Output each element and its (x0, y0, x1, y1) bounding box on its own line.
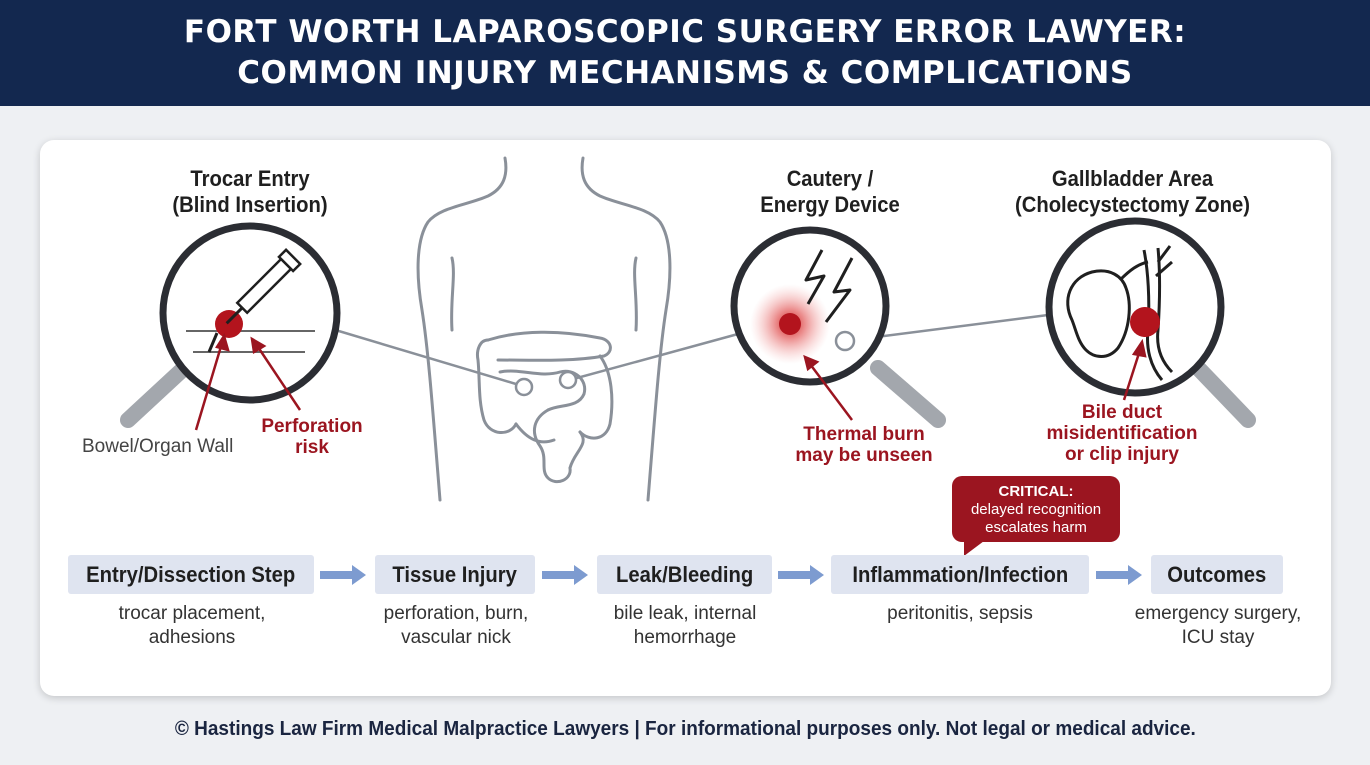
flow-desc-outcomes-line-2: ICU stay (1181, 627, 1255, 648)
flow-step-entry: Entry/Dissection Step (68, 555, 314, 594)
thermal-burn-line-1: Thermal burn (803, 424, 925, 445)
trocar-title: Trocar Entry (Blind Insertion) (149, 166, 351, 218)
critical-line-2: escalates harm (985, 519, 1087, 536)
critical-heading: CRITICAL: (998, 483, 1074, 500)
bile-duct-line-3: or clip injury (1064, 444, 1180, 465)
perforation-risk-line-1: Perforation (261, 416, 363, 437)
intestines-outline (476, 330, 614, 484)
flow-desc-leak-bleeding: bile leak, internal hemorrhage (590, 602, 780, 650)
cautery-pointer-arrow (803, 354, 853, 421)
cautery-title-line-2: Energy Device (760, 192, 900, 217)
gallbladder-title: Gallbladder Area (Cholecystectomy Zone) (1011, 166, 1255, 218)
flow-step-leak-bleeding-label: Leak/Bleeding (615, 561, 754, 587)
page-title-line-2: COMMON INJURY MECHANISMS & COMPLICATIONS (237, 55, 1133, 91)
flow-desc-inflammation: peritonitis, sepsis (850, 602, 1070, 626)
footer-disclaimer: © Hastings Law Firm Medical Malpractice … (0, 718, 1370, 741)
flow-desc-entry-line-2: adhesions (148, 627, 236, 648)
footer-text: © Hastings Law Firm Medical Malpractice … (174, 718, 1196, 740)
cautery-title-line-1: Cautery / (786, 166, 874, 191)
flow-desc-tissue-injury-line-1: perforation, burn, (383, 603, 529, 624)
page-header: FORT WORTH LAPAROSCOPIC SURGERY ERROR LA… (0, 0, 1370, 106)
flow-arrow-3-icon (778, 565, 824, 585)
flow-arrows (320, 565, 1142, 585)
critical-line-1: delayed recognition (970, 501, 1102, 518)
flow-step-inflammation: Inflammation/Infection (831, 555, 1089, 594)
thermal-burn-label: Thermal burn may be unseen (778, 424, 950, 466)
page-title-line-1: FORT WORTH LAPAROSCOPIC SURGERY ERROR LA… (183, 14, 1187, 50)
gallbladder-pointer-arrow (1122, 338, 1147, 401)
organ-wall-label: Bowel/Organ Wall (82, 436, 234, 457)
flow-step-leak-bleeding: Leak/Bleeding (597, 555, 772, 594)
flow-arrow-4-icon (1096, 565, 1142, 585)
flow-step-outcomes-label: Outcomes (1167, 561, 1267, 587)
flow-desc-tissue-injury: perforation, burn, vascular nick (358, 602, 554, 650)
flow-desc-entry-line-1: trocar placement, (118, 603, 266, 624)
flow-desc-tissue-injury-line-2: vascular nick (401, 627, 511, 648)
flow-step-tissue-injury: Tissue Injury (375, 555, 535, 594)
flow-desc-outcomes: emergency surgery, ICU stay (1116, 602, 1320, 650)
flow-desc-entry: trocar placement, adhesions (80, 602, 304, 650)
flow-step-inflammation-label: Inflammation/Infection (852, 561, 1068, 587)
gallbladder-title-line-2: (Cholecystectomy Zone) (1014, 192, 1251, 217)
flow-step-entry-label: Entry/Dissection Step (86, 561, 296, 587)
torso-outline (416, 156, 672, 502)
critical-callout: CRITICAL: delayed recognition escalates … (952, 476, 1120, 556)
cautery-title: Cautery / Energy Device (729, 166, 931, 218)
bile-duct-line-1: Bile duct (1081, 402, 1163, 423)
cautery-magnifier-icon (730, 226, 946, 428)
flow-desc-outcomes-line-1: emergency surgery, (1134, 603, 1302, 624)
perforation-risk-line-2: risk (295, 437, 329, 458)
trocar-pointer-arrows (194, 332, 302, 431)
trocar-title-line-1: Trocar Entry (190, 166, 310, 191)
flow-desc-inflammation-line-1: peritonitis, sepsis (887, 603, 1033, 624)
flow-desc-leak-bleeding-line-2: hemorrhage (633, 627, 737, 648)
critical-callout-pointer (964, 541, 984, 556)
trocar-magnifier-icon (120, 222, 341, 428)
gallbladder-magnifier-icon (1045, 217, 1256, 428)
flow-step-outcomes: Outcomes (1151, 555, 1283, 594)
flow-arrow-2-icon (542, 565, 588, 585)
thermal-burn-line-2: may be unseen (795, 445, 933, 466)
flow-step-tissue-injury-label: Tissue Injury (392, 561, 518, 587)
bile-duct-label: Bile duct misidentification or clip inju… (1030, 402, 1214, 465)
trocar-title-line-2: (Blind Insertion) (172, 192, 328, 217)
bile-duct-line-2: misidentification (1046, 423, 1198, 444)
perforation-risk-label: Perforation risk (248, 416, 376, 458)
flow-desc-leak-bleeding-line-1: bile leak, internal (613, 603, 757, 624)
flow-arrow-1-icon (320, 565, 366, 585)
trocar-site-marker-icon (514, 377, 534, 397)
cautery-site-marker-icon (558, 370, 578, 390)
gallbladder-title-line-1: Gallbladder Area (1051, 166, 1214, 191)
